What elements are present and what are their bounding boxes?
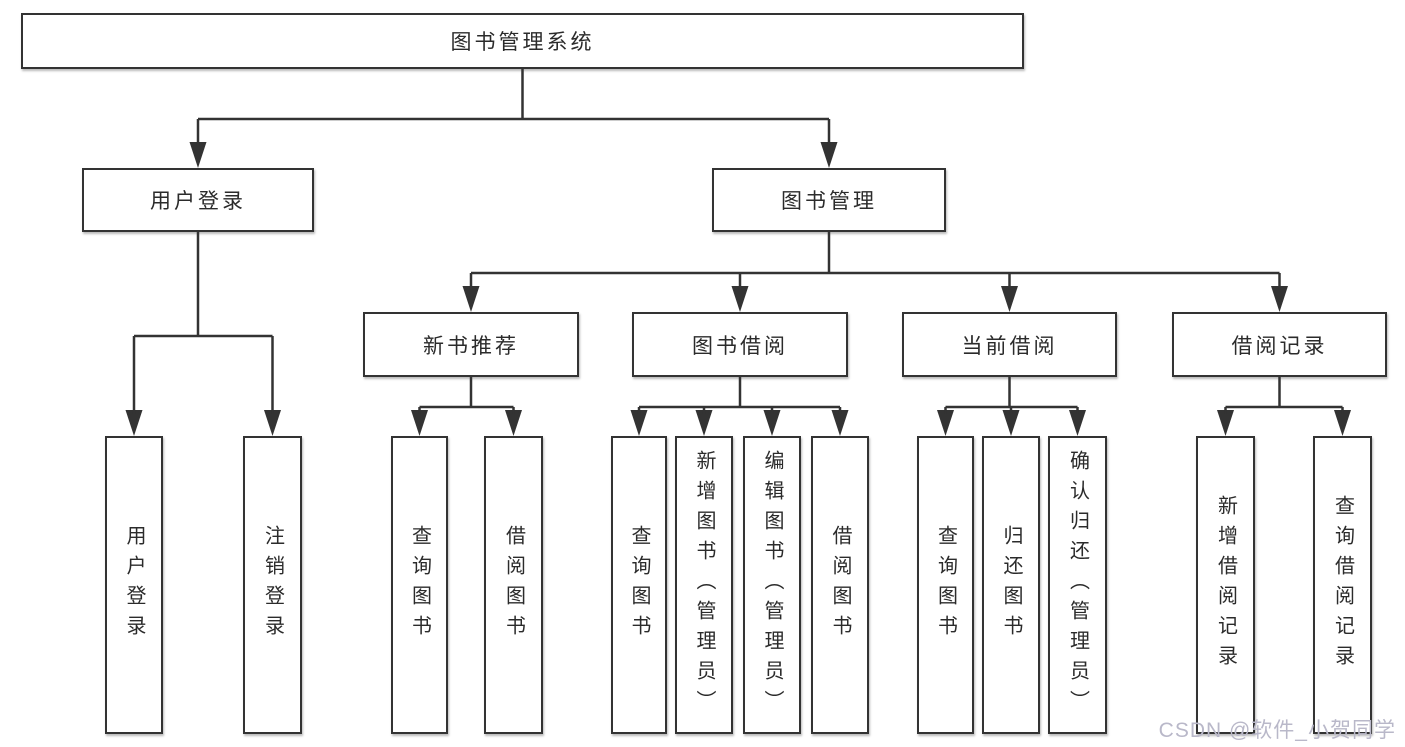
node-leaf-user-login: 用户登录 — [105, 436, 163, 734]
arrowhead — [1334, 410, 1351, 436]
node-root: 图书管理系统 — [21, 13, 1024, 69]
arrowhead — [937, 410, 954, 436]
arrowhead — [1002, 410, 1020, 436]
arrowhead — [462, 286, 480, 312]
node-book-mgmt: 图书管理 — [712, 168, 946, 232]
arrowhead — [505, 410, 522, 436]
arrowhead — [763, 410, 781, 436]
arrowhead — [630, 410, 648, 436]
node-user-login: 用户登录 — [82, 168, 314, 232]
node-current-borrow: 当前借阅 — [902, 312, 1117, 377]
node-leaf-cb-confirm: 确认归还（管理员） — [1048, 436, 1107, 734]
node-label-current-borrow: 当前借阅 — [961, 334, 1058, 358]
node-label-leaf-bb-add: 新增图书（管理员） — [693, 450, 715, 720]
arrowhead — [125, 410, 143, 436]
arrowhead — [411, 410, 428, 436]
arrowhead — [1217, 410, 1234, 436]
node-label-leaf-nbr-borrow: 借阅图书 — [502, 525, 525, 645]
node-label-book-mgmt: 图书管理 — [781, 190, 877, 213]
node-leaf-bb-borrow: 借阅图书 — [811, 436, 869, 734]
node-leaf-bb-query: 查询图书 — [611, 436, 667, 734]
arrowhead — [264, 410, 281, 436]
node-label-root: 图书管理系统 — [450, 31, 595, 54]
node-label-leaf-br-query: 查询借阅记录 — [1331, 495, 1354, 675]
node-label-leaf-logout: 注销登录 — [261, 525, 284, 645]
node-label-book-borrow: 图书借阅 — [692, 334, 788, 358]
node-leaf-cb-return: 归还图书 — [982, 436, 1040, 734]
arrowhead — [695, 410, 713, 436]
node-leaf-logout: 注销登录 — [243, 436, 302, 734]
arrowhead — [1001, 286, 1018, 312]
node-label-leaf-cb-confirm: 确认归还（管理员） — [1066, 450, 1089, 720]
arrowhead — [189, 142, 207, 168]
node-label-leaf-cb-query: 查询图书 — [934, 525, 957, 645]
node-label-leaf-user-login: 用户登录 — [123, 525, 145, 645]
arrowhead — [820, 142, 838, 168]
arrowhead — [731, 286, 749, 312]
node-label-leaf-bb-query: 查询图书 — [628, 525, 650, 645]
node-leaf-br-query: 查询借阅记录 — [1313, 436, 1372, 734]
node-leaf-nbr-borrow: 借阅图书 — [484, 436, 543, 734]
arrowhead — [1271, 286, 1288, 312]
node-label-borrow-records: 借阅记录 — [1231, 334, 1328, 358]
node-label-leaf-cb-return: 归还图书 — [1000, 525, 1022, 645]
node-leaf-nbr-query: 查询图书 — [391, 436, 448, 734]
arrowhead — [1069, 410, 1086, 436]
node-leaf-cb-query: 查询图书 — [917, 436, 974, 734]
node-label-user-login: 用户登录 — [150, 190, 246, 213]
node-book-borrow: 图书借阅 — [632, 312, 848, 377]
node-leaf-bb-add: 新增图书（管理员） — [675, 436, 733, 734]
node-leaf-br-add: 新增借阅记录 — [1196, 436, 1255, 734]
node-new-book-rec: 新书推荐 — [363, 312, 579, 377]
connector-path — [132, 69, 1344, 414]
node-borrow-records: 借阅记录 — [1172, 312, 1387, 377]
node-label-leaf-br-add: 新增借阅记录 — [1214, 495, 1237, 675]
node-label-leaf-nbr-query: 查询图书 — [408, 525, 431, 645]
node-label-new-book-rec: 新书推荐 — [423, 334, 519, 358]
node-leaf-bb-edit: 编辑图书（管理员） — [743, 436, 801, 734]
node-label-leaf-bb-borrow: 借阅图书 — [829, 525, 851, 645]
node-label-leaf-bb-edit: 编辑图书（管理员） — [761, 450, 783, 720]
watermark: CSDN @软件_小贺同学 — [1158, 719, 1396, 742]
arrowhead — [831, 410, 849, 436]
